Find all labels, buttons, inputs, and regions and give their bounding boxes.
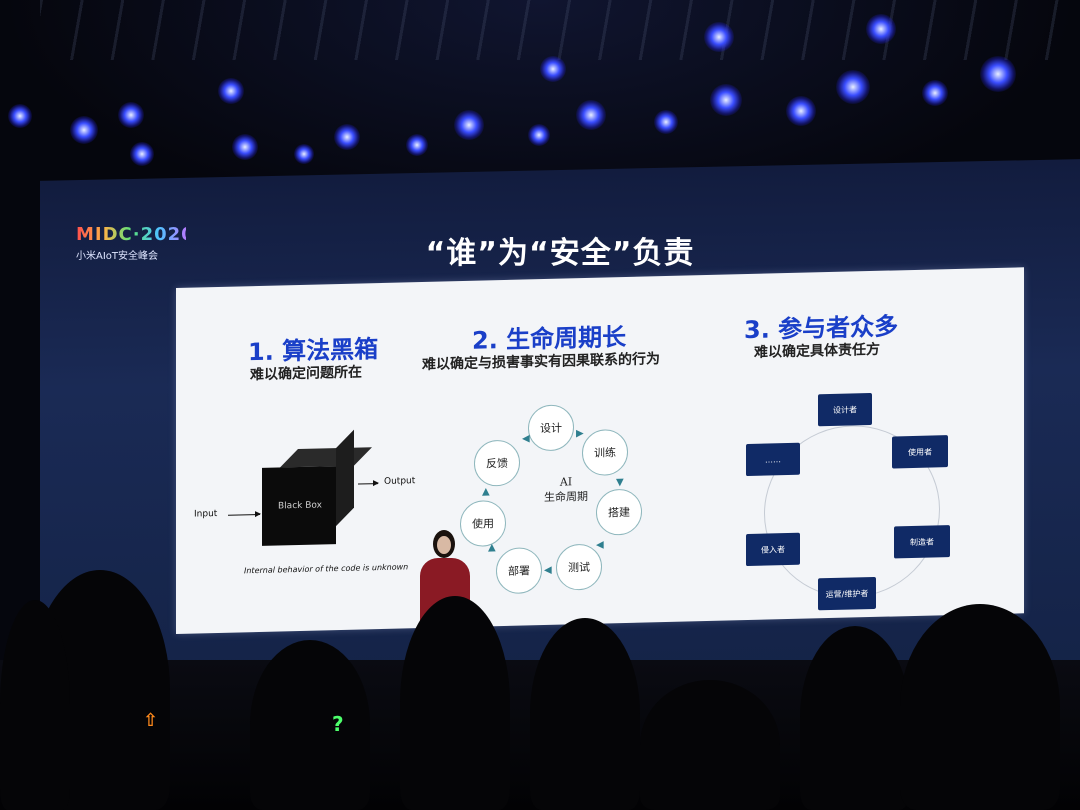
stage-design: 设计 <box>528 404 574 452</box>
logo-text: MIDC·2020 <box>76 224 195 245</box>
black-box-caption: Internal behavior of the code is unknown <box>244 562 409 576</box>
stage-light-icon <box>704 22 734 52</box>
cycle-arrow-icon: ▼ <box>616 477 624 489</box>
lighting-truss <box>40 0 1080 60</box>
lifecycle-center-label: AI 生命周期 <box>526 473 606 505</box>
stage-light-icon <box>786 96 816 126</box>
slide-panel: 1. 算法黑箱 难以确定问题所在 Input Black Box Output … <box>176 267 1024 634</box>
stage-light-icon <box>866 14 896 44</box>
stage-feedback: 反馈 <box>474 439 520 487</box>
exit-sign-icon: ? <box>332 712 344 736</box>
stage-light-icon <box>70 116 98 144</box>
speaker-face <box>437 536 451 554</box>
cycle-arrow-icon: ◀ <box>544 564 552 577</box>
black-box-top <box>280 447 372 468</box>
stage-light-icon <box>540 56 566 82</box>
stage-light-icon <box>406 134 428 156</box>
stage-light-icon <box>710 84 742 116</box>
input-label: Input <box>194 508 218 520</box>
stage-light-icon <box>576 100 606 130</box>
stage-light-icon <box>334 124 360 150</box>
slide-title: “谁”为“安全”负责 <box>425 236 695 271</box>
column-3-subtitle: 难以确定具体责任方 <box>754 341 880 361</box>
black-box-side <box>336 429 354 527</box>
audience-head <box>530 618 640 810</box>
cycle-arrow-icon: ◀ <box>522 433 530 445</box>
audience-head <box>250 640 370 810</box>
stage-light-icon <box>980 56 1016 92</box>
input-arrow-icon <box>228 513 260 516</box>
output-arrow-icon <box>358 483 378 485</box>
stage-light-icon <box>454 110 484 140</box>
stage-light-icon <box>130 142 154 166</box>
cycle-arrow-icon: ◀ <box>596 539 604 551</box>
stage-light-icon <box>294 144 314 164</box>
column-2-subtitle: 难以确定与损害事实有因果联系的行为 <box>422 351 660 373</box>
stage-training: 训练 <box>582 428 628 477</box>
stage-light-icon <box>836 70 870 104</box>
cycle-arrow-icon: ▶ <box>576 428 584 440</box>
role-operator: 运营/维护者 <box>818 576 876 611</box>
audience-head <box>0 600 70 810</box>
audience-head <box>900 604 1060 810</box>
stage-light-icon <box>528 124 550 146</box>
column-1-subtitle: 难以确定问题所在 <box>250 364 362 384</box>
output-label: Output <box>384 476 416 487</box>
lifecycle-center-line2: 生命周期 <box>544 489 588 505</box>
exit-arrow-icon: ⇧ <box>143 710 159 731</box>
event-logo: MIDC·2020 小米AIoT安全峰会 <box>76 224 195 262</box>
cycle-arrow-icon: ▲ <box>488 542 496 554</box>
stage-light-icon <box>232 134 258 160</box>
logo-subtitle: 小米AIoT安全峰会 <box>76 251 159 262</box>
stage-deployment: 部署 <box>496 547 542 595</box>
role-other: …… <box>746 442 800 477</box>
stage-light-icon <box>922 80 948 106</box>
role-designer: 设计者 <box>818 392 872 427</box>
stage-light-icon <box>8 104 32 128</box>
stage-light-icon <box>654 110 678 134</box>
audience-head <box>400 596 510 810</box>
audience-head <box>800 626 910 810</box>
stage-light-icon <box>218 78 244 104</box>
audience-head <box>640 680 780 810</box>
cycle-arrow-icon: ▲ <box>482 486 490 498</box>
black-box-label: Black Box <box>278 500 322 512</box>
role-manufacturer: 制造者 <box>894 525 950 559</box>
role-user: 使用者 <box>892 435 948 469</box>
stage-light-icon <box>118 102 144 128</box>
role-intruder: 侵入者 <box>746 532 800 567</box>
